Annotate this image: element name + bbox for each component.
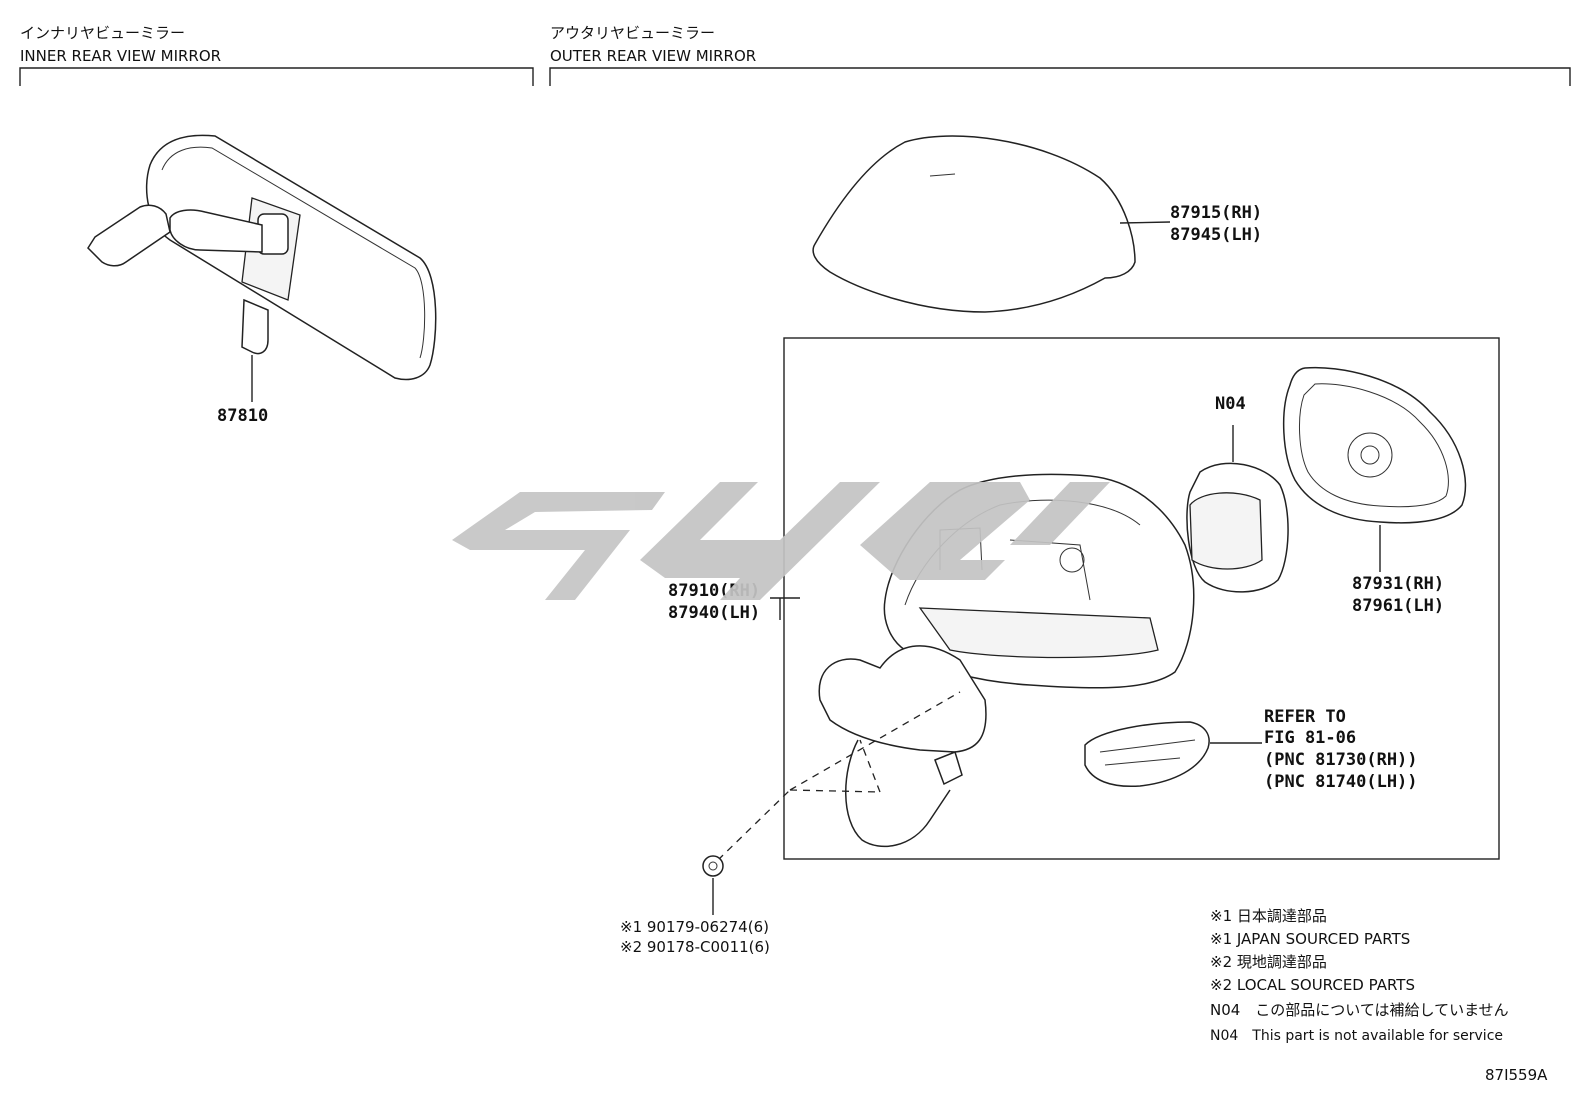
watermark-logo [452, 482, 1110, 600]
outer-mirror-section-header: アウタリヤビューミラー OUTER REAR VIEW MIRROR [549, 24, 1571, 86]
actuator-part-label: N04 [1215, 394, 1246, 414]
refer-line-2: FIG 81-06 [1264, 728, 1356, 748]
note-2-en: ※2 LOCAL SOURCED PARTS [1210, 976, 1415, 994]
glass-rh-part-number: 87931(RH) [1352, 574, 1444, 594]
cover-rh-part-number: 87915(RH) [1170, 203, 1262, 223]
note-1-jp: ※1 日本調達部品 [1210, 907, 1327, 925]
inner-section-bracket [19, 67, 534, 86]
refer-line-3: (PNC 81730(RH)) [1264, 750, 1418, 770]
side-turn-signal-lamp: REFER TO FIG 81-06 (PNC 81730(RH)) (PNC … [1084, 707, 1418, 792]
watermark-shape-1 [452, 492, 665, 600]
outer-mirror-cover: 87915(RH) 87945(LH) [812, 135, 1262, 313]
refer-line-1: REFER TO [1264, 707, 1346, 727]
note-n04-en: N04 This part is not available for servi… [1210, 1028, 1503, 1044]
outer-section-title-jp: アウタリヤビューミラー [550, 24, 715, 42]
cover-lh-part-number: 87945(LH) [1170, 225, 1262, 245]
outer-section-title-en: OUTER REAR VIEW MIRROR [550, 47, 756, 65]
note-1-en: ※1 JAPAN SOURCED PARTS [1210, 930, 1410, 948]
glass-lh-part-number: 87961(LH) [1352, 596, 1444, 616]
legend-notes: ※1 日本調達部品 ※1 JAPAN SOURCED PARTS ※2 現地調達… [1210, 907, 1509, 1044]
inner-rear-view-mirror: 87810 [87, 134, 437, 426]
inner-mirror-part-number: 87810 [217, 406, 268, 426]
screw-1-part-number: ※1 90179-06274(6) [620, 918, 769, 936]
refer-line-4: (PNC 81740(LH)) [1264, 772, 1418, 792]
inner-mirror-section-header: インナリヤビューミラー INNER REAR VIEW MIRROR [19, 24, 534, 86]
mounting-screw: ※1 90179-06274(6) ※2 90178-C0011(6) [620, 855, 770, 956]
outer-section-bracket [549, 67, 1571, 86]
note-n04-jp: N04 この部品については補給していません [1210, 1001, 1509, 1019]
note-2-jp: ※2 現地調達部品 [1210, 953, 1327, 971]
mirror-assy-lh-part-number: 87940(LH) [668, 603, 760, 623]
screw-2-part-number: ※2 90178-C0011(6) [620, 938, 770, 956]
figure-code: 87I559A [1485, 1066, 1548, 1084]
watermark-shape-4 [1010, 482, 1110, 545]
mirror-actuator-n04: N04 [1186, 394, 1289, 593]
watermark-shape-3 [860, 482, 1030, 580]
watermark-shape-2 [640, 482, 880, 600]
mirror-glass-assembly: 87931(RH) 87961(LH) [1282, 366, 1467, 616]
inner-section-title-en: INNER REAR VIEW MIRROR [20, 47, 221, 65]
inner-section-title-jp: インナリヤビューミラー [20, 24, 185, 42]
